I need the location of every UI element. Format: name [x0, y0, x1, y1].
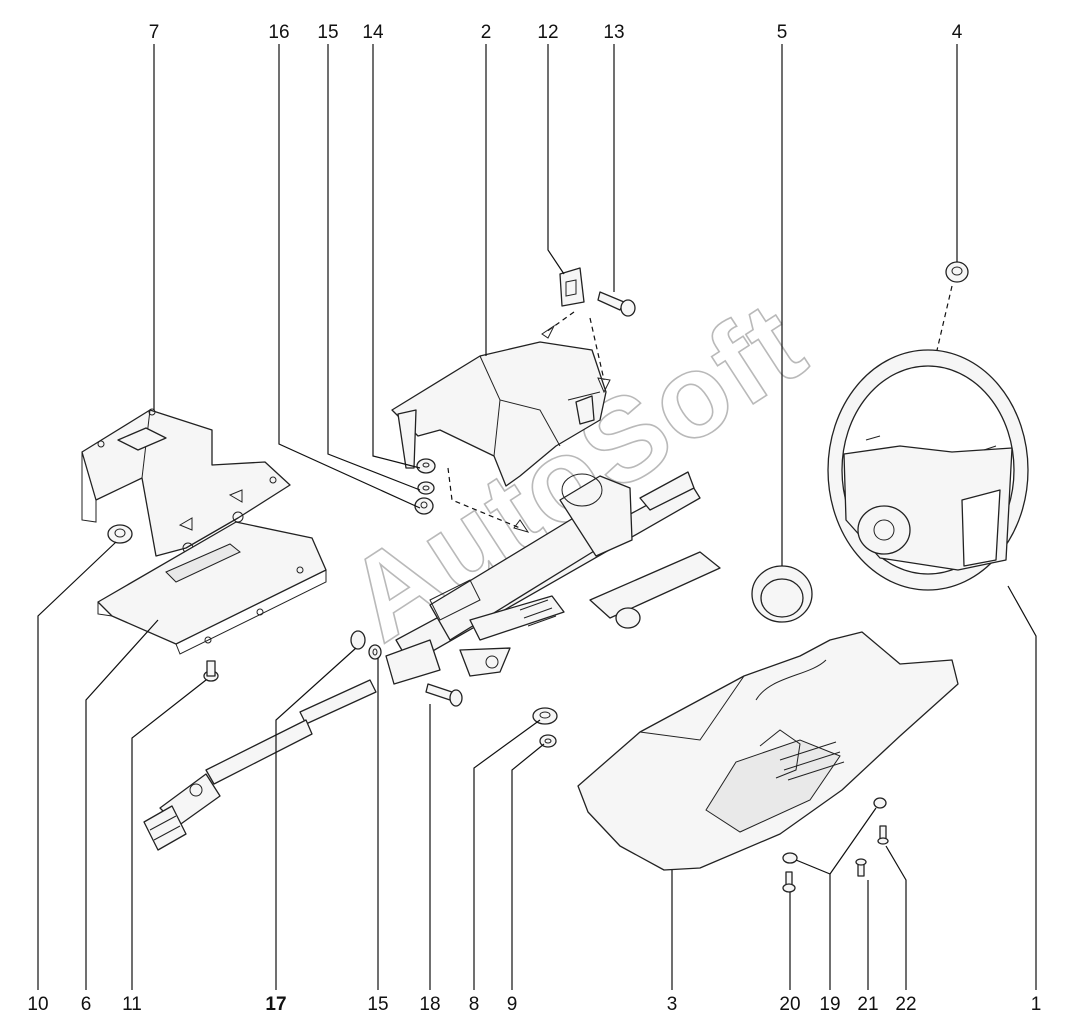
screw-13	[597, 291, 636, 317]
callout-6: 6	[81, 994, 92, 1015]
assembly-line-13	[589, 317, 605, 381]
washer-15-upper	[417, 481, 435, 495]
lower-column-shroud	[577, 631, 959, 871]
callout-13: 13	[603, 22, 624, 43]
callout-14: 14	[362, 22, 384, 43]
nut-10	[107, 524, 133, 544]
leader-lines	[37, 44, 1037, 990]
nut-14	[416, 458, 436, 474]
callout-7: 7	[149, 22, 160, 43]
washer-19-left	[782, 852, 798, 864]
callout-22: 22	[895, 994, 916, 1015]
callout-5: 5	[777, 22, 788, 43]
assembly-line-14	[447, 467, 521, 529]
autosoft-watermark: AutoSoft	[324, 276, 827, 667]
screw-20	[782, 871, 796, 893]
callout-19: 19	[819, 994, 840, 1015]
upper-column-shroud	[391, 341, 607, 487]
callout-18: 18	[419, 994, 440, 1015]
callout-9: 9	[507, 994, 518, 1015]
callout-20: 20	[779, 994, 800, 1015]
washer-19-right	[873, 797, 887, 809]
callout-15-top: 15	[317, 22, 338, 43]
callout-labels: 7 16 15 14 2 12 13 5 4 10 6 11 17 15 18 …	[27, 22, 1041, 1015]
callout-10: 10	[27, 994, 48, 1015]
nut-8	[532, 707, 558, 725]
callout-21: 21	[857, 994, 878, 1015]
callout-16: 16	[268, 22, 289, 43]
callout-8: 8	[469, 994, 480, 1015]
callout-15-bottom: 15	[367, 994, 388, 1015]
arrow-head-13	[597, 377, 611, 394]
arrow-head-12	[541, 324, 556, 339]
callout-3: 3	[667, 994, 678, 1015]
clip-12	[559, 267, 585, 307]
callout-17: 17	[265, 994, 286, 1015]
screw-22	[877, 825, 889, 845]
nut-16	[414, 497, 434, 515]
callout-2: 2	[481, 22, 492, 43]
lower-plate	[97, 521, 327, 655]
steering-column-assembly	[385, 471, 721, 685]
callout-12: 12	[537, 22, 558, 43]
intermediate-shaft	[143, 679, 377, 851]
bolt-18	[425, 683, 463, 707]
washer-15-lower	[368, 644, 382, 660]
ring-5	[751, 565, 813, 623]
callout-11: 11	[122, 994, 142, 1015]
callout-4: 4	[952, 22, 963, 43]
steering-wheel	[827, 349, 1029, 591]
screw-21	[855, 858, 867, 877]
nut-17	[350, 630, 366, 650]
arrow-head-14	[513, 519, 530, 533]
nut-4	[945, 261, 969, 283]
screw-11	[203, 660, 219, 682]
callout-1: 1	[1031, 994, 1042, 1015]
